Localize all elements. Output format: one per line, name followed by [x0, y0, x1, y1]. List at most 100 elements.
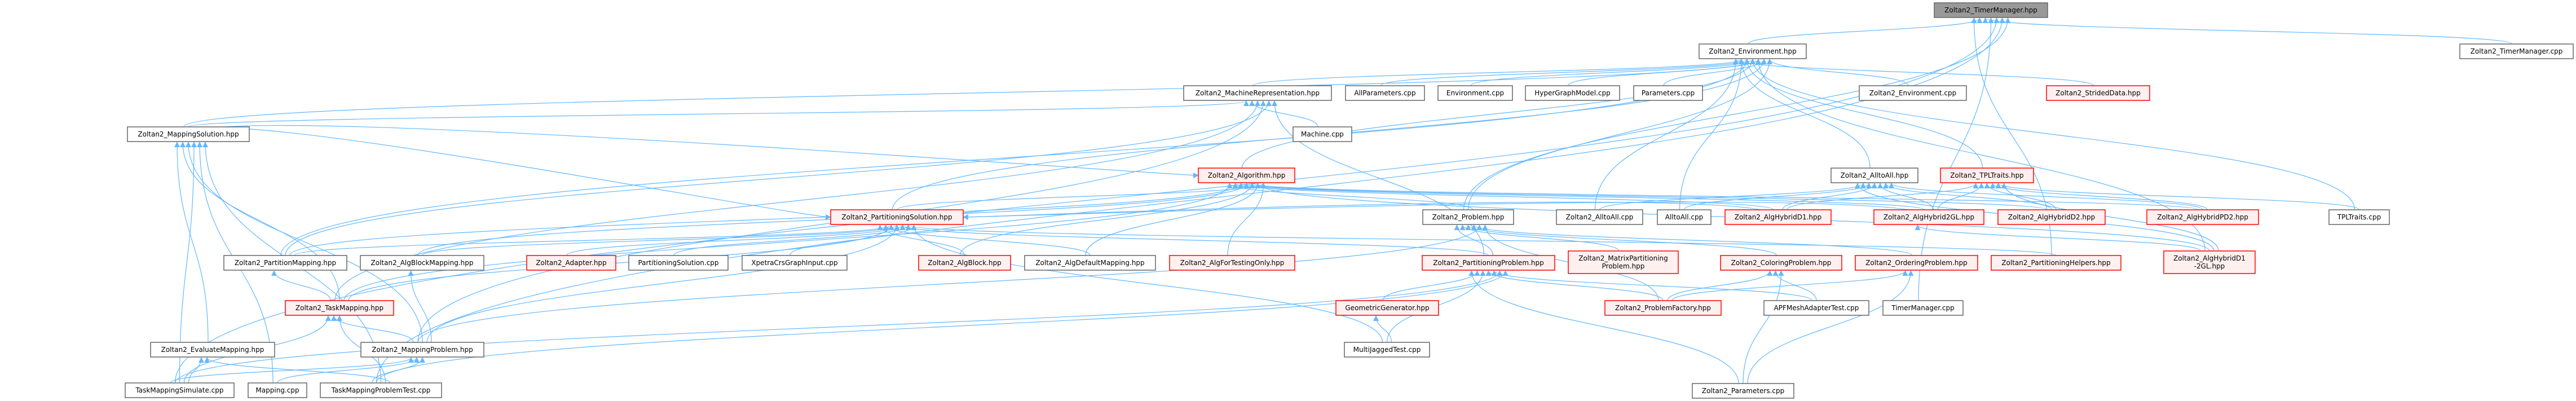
node-label: Zoltan2_ColoringProblem.hpp — [1731, 259, 1832, 267]
include-edge — [1937, 183, 1984, 210]
node-label: Zoltan2_OrderingProblem.hpp — [1865, 259, 1968, 267]
include-edge — [1380, 59, 1750, 86]
file-node-tplh[interactable]: Zoltan2_TPLTraits.hpp — [1940, 168, 2034, 183]
include-edge — [285, 100, 1272, 256]
file-node-partprob[interactable]: Zoltan2_PartitioningProblem.hpp — [1422, 255, 1555, 271]
file-node-zenvcpp[interactable]: Zoltan2_Environment.cpp — [1859, 85, 1967, 101]
include-edge — [188, 100, 1249, 127]
file-node-mapprob[interactable]: Zoltan2_MappingProblem.hpp — [360, 342, 484, 358]
file-node-algblkmap[interactable]: Zoltan2_AlgBlockMapping.hpp — [360, 255, 484, 271]
file-node-algdef[interactable]: Zoltan2_AlgDefaultMapping.hpp — [1024, 255, 1156, 271]
node-label: HyperGraphModel.cpp — [1534, 89, 1611, 97]
include-edge — [170, 357, 414, 384]
file-node-tmcpp[interactable]: Zoltan2_TimerManager.cpp — [2459, 43, 2574, 59]
include-edge — [1739, 59, 1871, 169]
include-edge — [1463, 17, 2011, 210]
include-edge — [1767, 59, 1909, 86]
file-node-xpetra[interactable]: XpetraCrsGraphInput.cpp — [742, 255, 848, 271]
file-node-za2acpp[interactable]: Zoltan2_AlltoAll.cpp — [1556, 209, 1643, 225]
include-edge — [911, 224, 1383, 343]
include-edge — [421, 224, 900, 256]
node-layer: Zoltan2_TimerManager.hppZoltan2_Environm… — [125, 2, 2574, 399]
include-edge — [959, 183, 1255, 256]
file-node-hd1[interactable]: Zoltan2_AlgHybridD1.hpp — [1724, 209, 1832, 225]
file-node-mapcpp[interactable]: Mapping.cpp — [248, 382, 307, 398]
file-node-tplcpp[interactable]: TPLTraits.cpp — [2328, 209, 2390, 225]
file-node-ordprob[interactable]: Zoltan2_OrderingProblem.hpp — [1855, 255, 1978, 271]
include-edge — [1889, 183, 2203, 210]
node-box — [127, 126, 250, 142]
node-label: Zoltan2_PartitioningSolution.hpp — [841, 213, 952, 221]
file-node-timercpp[interactable]: TimerManager.cpp — [1882, 300, 1964, 316]
include-edge — [896, 183, 1267, 210]
file-node-allparam[interactable]: AllParameters.cpp — [1345, 85, 1425, 101]
node-label: Zoltan2_AlgForTestingOnly.hpp — [1180, 259, 1285, 267]
file-node-a2ah[interactable]: Zoltan2_AlltoAll.hpp — [1830, 168, 1918, 183]
node-label: Zoltan2_MappingProblem.hpp — [372, 346, 473, 354]
file-node-hd2[interactable]: Zoltan2_AlgHybridD2.hpp — [1997, 209, 2106, 225]
file-node-partsol[interactable]: Zoltan2_PartitioningSolution.hpp — [830, 209, 964, 225]
include-edge — [1471, 224, 1913, 256]
node-label: TaskMappingProblemTest.cpp — [331, 386, 431, 394]
node-box — [1633, 85, 1703, 101]
file-node-tmpt[interactable]: TaskMappingProblemTest.cpp — [320, 382, 442, 398]
include-edge — [1244, 183, 2048, 210]
file-node-mjt[interactable]: MultiJaggedTest.cpp — [1344, 342, 1430, 358]
file-node-hpd2[interactable]: Zoltan2_AlgHybridPD2.hpp — [2146, 209, 2259, 225]
node-label: Zoltan2_PartitioningHelpers.hpp — [2001, 259, 2110, 267]
include-edge — [271, 270, 331, 301]
file-node-machrep[interactable]: Zoltan2_MachineRepresentation.hpp — [1183, 85, 1332, 101]
file-node-h2gl[interactable]: Zoltan2_AlgHybrid2GL.hpp — [1873, 209, 1984, 225]
node-label: XpetraCrsGraphInput.cpp — [751, 259, 837, 267]
file-node-colprob[interactable]: Zoltan2_ColoringProblem.hpp — [1720, 255, 1842, 271]
file-node-evalmap[interactable]: Zoltan2_EvaluateMapping.hpp — [150, 342, 275, 358]
file-node-a2acpp[interactable]: AlltoAll.cpp — [1657, 209, 1712, 225]
node-box — [1422, 209, 1514, 225]
file-node-zparams[interactable]: Zoltan2_Parameters.cpp — [1692, 383, 1794, 399]
file-node-params[interactable]: Parameters.cpp — [1633, 85, 1703, 101]
include-edge — [183, 59, 1761, 127]
node-box — [2459, 43, 2574, 59]
file-node-geogen[interactable]: GeometricGenerator.hpp — [1335, 300, 1439, 316]
file-node-partsolcpp[interactable]: PartitioningSolution.cpp — [628, 255, 729, 271]
include-edge — [343, 183, 1233, 301]
include-edge — [1995, 183, 2360, 210]
file-node-tms[interactable]: TaskMappingSimulate.cpp — [125, 382, 235, 398]
file-node-algtest[interactable]: Zoltan2_AlgForTestingOnly.hpp — [1169, 255, 1295, 271]
file-node-hd12gl[interactable]: Zoltan2_AlgHybridD1-2GL.hpp — [2163, 250, 2256, 274]
file-node-machcpp[interactable]: Machine.cpp — [1293, 126, 1352, 142]
file-node-algblk[interactable]: Zoltan2_AlgBlock.hpp — [918, 255, 1011, 271]
file-node-partmap[interactable]: Zoltan2_PartitionMapping.hpp — [223, 255, 347, 271]
file-node-algo[interactable]: Zoltan2_Algorithm.hpp — [1198, 168, 1295, 183]
node-box — [1692, 383, 1794, 399]
file-node-probfac[interactable]: Zoltan2_ProblemFactory.hpp — [1604, 300, 1722, 316]
node-box — [360, 255, 484, 271]
file-node-hgm[interactable]: HyperGraphModel.cpp — [1525, 85, 1620, 101]
node-label: Zoltan2_AlltoAll.hpp — [1841, 171, 1909, 179]
file-node-apf[interactable]: APFMeshAdapterTest.cpp — [1763, 300, 1869, 316]
node-label: Zoltan2_AlgBlock.hpp — [928, 259, 1001, 267]
file-node-strided[interactable]: Zoltan2_StridedData.hpp — [2046, 85, 2150, 101]
node-label: Zoltan2_AlgHybridPD2.hpp — [2157, 213, 2248, 221]
file-node-mapsol[interactable]: Zoltan2_MappingSolution.hpp — [127, 126, 250, 142]
include-edge — [1667, 270, 1773, 301]
file-node-taskmap[interactable]: Zoltan2_TaskMapping.hpp — [285, 300, 394, 316]
file-node-envh[interactable]: Zoltan2_Environment.hpp — [1699, 43, 1807, 59]
node-box — [1873, 209, 1984, 225]
file-node-prob[interactable]: Zoltan2_Problem.hpp — [1422, 209, 1514, 225]
node-box — [1657, 209, 1712, 225]
node-box — [1568, 250, 1679, 274]
node-box — [1525, 85, 1620, 101]
file-node-envcpp[interactable]: Environment.cpp — [1437, 85, 1513, 101]
node-box — [1422, 255, 1555, 271]
include-edge — [426, 224, 900, 343]
include-edge — [1599, 183, 1866, 210]
file-node-adapter[interactable]: Zoltan2_Adapter.hpp — [526, 255, 616, 271]
node-box — [1720, 255, 1842, 271]
file-node-parthelp[interactable]: Zoltan2_PartitioningHelpers.hpp — [1991, 255, 2121, 271]
include-edge — [192, 125, 1199, 178]
node-box — [1198, 168, 1295, 183]
include-edge — [1465, 224, 1777, 256]
